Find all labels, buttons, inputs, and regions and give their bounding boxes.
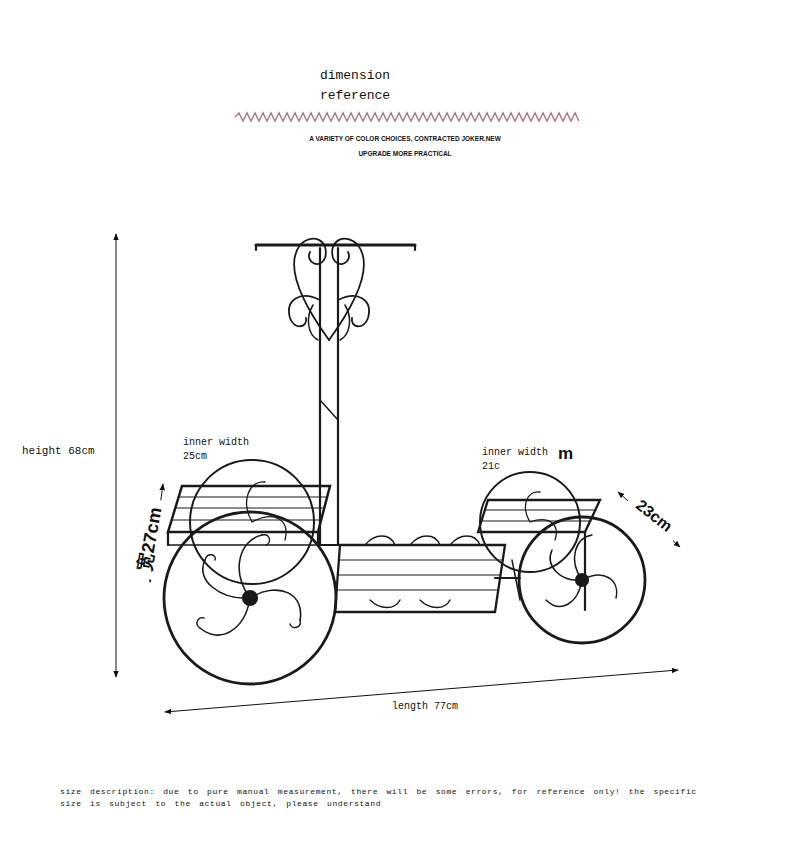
height-dimension-line [116,234,117,677]
length-dimension-line [165,670,678,712]
dimension-label: 23cm [625,490,683,541]
dimension-label: height 68cm [22,445,114,457]
diagram-title: dimension reference [310,66,400,106]
dimension-label: m [558,444,578,464]
dimension-label: inner width 25cm [183,436,257,464]
dimension-label: length 77cm [370,701,480,712]
dimension-label: 宽27cm [131,498,169,581]
subtitle-text: UPGRADE MORE PRACTICAL [250,150,560,157]
subtitle-text: A VARIETY OF COLOR CHOICES, CONTRACTED J… [250,135,560,142]
plant-stand [164,239,645,684]
dimension-label: inner width 21c [482,446,554,474]
caption-note: size description: due to pure manual mea… [60,786,725,810]
zigzag-divider [235,113,579,121]
